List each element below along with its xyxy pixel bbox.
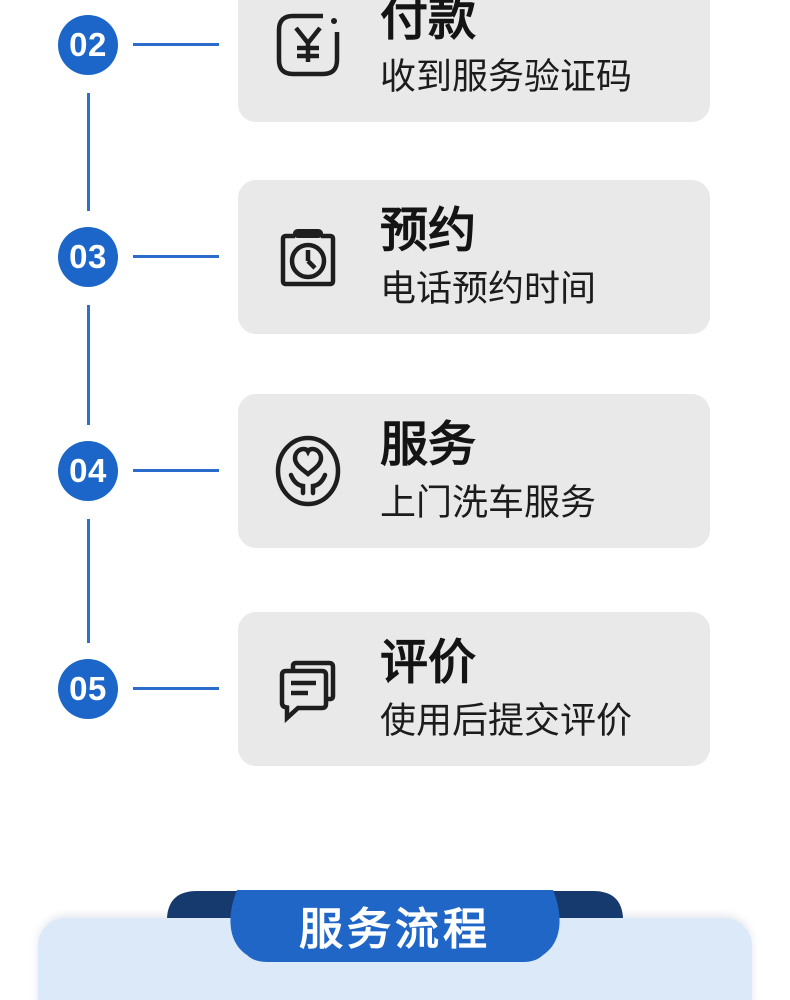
ribbon-fold-left — [167, 891, 249, 918]
ribbon-fold-right — [541, 891, 623, 918]
timeline-connector-vertical — [87, 519, 90, 643]
step-description: 电话预约时间 — [380, 267, 597, 309]
process-step-payment: 02 付款 收到服务验证码 — [0, 0, 790, 122]
step-card: 付款 收到服务验证码 — [238, 0, 710, 122]
step-title: 付款 — [380, 0, 477, 46]
heart-hands-icon — [270, 433, 346, 509]
yen-payment-icon — [270, 7, 346, 83]
timeline-connector-horizontal — [133, 43, 219, 46]
step-number-badge: 05 — [58, 659, 118, 719]
step-description: 使用后提交评价 — [380, 699, 633, 741]
step-number-badge: 02 — [58, 15, 118, 75]
timeline-connector-horizontal — [133, 255, 219, 258]
step-card: 预约 电话预约时间 — [238, 180, 710, 334]
timeline-connector-vertical — [87, 305, 90, 425]
process-step-review: 05 评价 使用后提交评价 — [0, 612, 790, 766]
section-banner-ribbon: 服务流程 — [165, 886, 625, 970]
step-title: 服务 — [380, 418, 477, 472]
appointment-clock-icon — [270, 219, 346, 295]
timeline-connector-horizontal — [133, 469, 219, 472]
step-number-badge: 04 — [58, 441, 118, 501]
ribbon-body — [230, 890, 560, 962]
step-description: 上门洗车服务 — [380, 481, 597, 523]
step-card: 评价 使用后提交评价 — [238, 612, 710, 766]
timeline-connector-horizontal — [133, 687, 219, 690]
step-description: 收到服务验证码 — [380, 55, 633, 97]
process-step-service: 04 服务 上门洗车服务 — [0, 394, 790, 548]
step-title: 预约 — [380, 204, 477, 258]
comment-chat-icon — [270, 651, 346, 727]
step-card: 服务 上门洗车服务 — [238, 394, 710, 548]
process-step-appointment: 03 预约 电话预约时间 — [0, 180, 790, 334]
section-banner-title: 服务流程 — [299, 905, 491, 954]
step-title: 评价 — [380, 636, 477, 690]
step-number-badge: 03 — [58, 227, 118, 287]
timeline-connector-vertical — [87, 93, 90, 211]
